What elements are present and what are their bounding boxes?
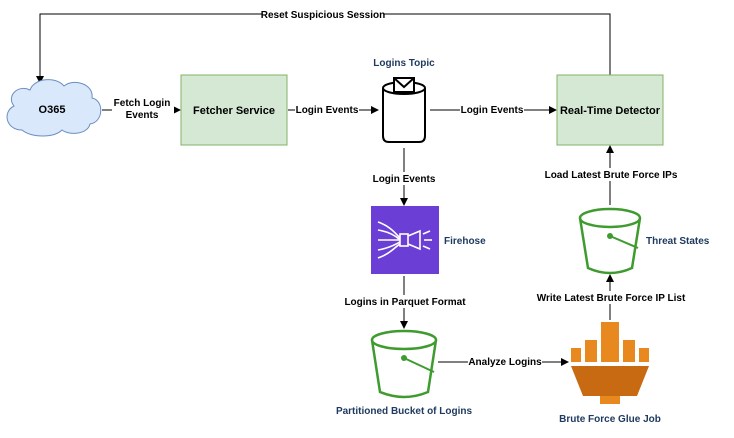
o365-label: O365 [39, 104, 66, 116]
edge-label-reset: Reset Suspicious Session [261, 10, 386, 21]
queue-topic-icon [382, 77, 426, 143]
edge-label-login-events-2: Login Events [461, 105, 524, 116]
edge-label-load-ips: Load Latest Brute Force IPs [545, 170, 678, 181]
partitioned-bucket-label: Partitioned Bucket of Logins [336, 406, 473, 417]
fetcher-service-label: Fetcher Service [193, 105, 275, 117]
o365-node: O365 [6, 79, 102, 137]
edge-label-analyze: Analyze Logins [468, 357, 542, 368]
glue-job-node: Brute Force Glue Job [559, 322, 661, 425]
real-time-detector-label: Real-Time Detector [560, 105, 661, 117]
real-time-detector-node: Real-Time Detector [556, 74, 664, 146]
firehose-icon [371, 206, 439, 274]
fetcher-service-node: Fetcher Service [180, 74, 288, 146]
edge-label-fetch-2: Events [126, 110, 159, 121]
firehose-label: Firehose [444, 236, 486, 247]
logins-topic-label: Logins Topic [373, 58, 435, 69]
edge-label-login-events-3: Login Events [373, 174, 436, 185]
edge-fetcher-to-topic: Login Events [288, 103, 379, 116]
partitioned-bucket-node: Partitioned Bucket of Logins [336, 329, 473, 417]
edge-firehose-to-bucket: Logins in Parquet Format [344, 276, 466, 329]
firehose-node: Firehose [371, 206, 486, 274]
edge-glue-to-threat-states: Write Latest Brute Force IP List [536, 274, 686, 320]
edge-bucket-to-glue: Analyze Logins [438, 355, 569, 368]
glue-job-label: Brute Force Glue Job [559, 414, 661, 425]
edge-reset-session: Reset Suspicious Session [36, 8, 611, 84]
glue-job-icon [571, 322, 649, 404]
edge-topic-to-firehose: Login Events [372, 148, 436, 206]
threat-states-label: Threat States [646, 236, 710, 247]
logins-topic-node: Logins Topic [373, 58, 435, 143]
cloud-icon [6, 79, 102, 137]
edge-fetch-login-events: Fetch Login Events [102, 97, 181, 121]
edge-topic-to-detector: Login Events [430, 103, 557, 116]
bucket-icon [370, 329, 438, 399]
edge-label-write-ips: Write Latest Brute Force IP List [537, 293, 686, 304]
edge-label-fetch-1: Fetch Login [114, 98, 171, 109]
bucket-icon [578, 207, 642, 275]
threat-states-node: Threat States [578, 207, 710, 275]
edge-threat-states-to-detector: Load Latest Brute Force IPs [544, 145, 678, 205]
edge-label-parquet: Logins in Parquet Format [344, 297, 466, 308]
edge-label-login-events-1: Login Events [296, 105, 359, 116]
